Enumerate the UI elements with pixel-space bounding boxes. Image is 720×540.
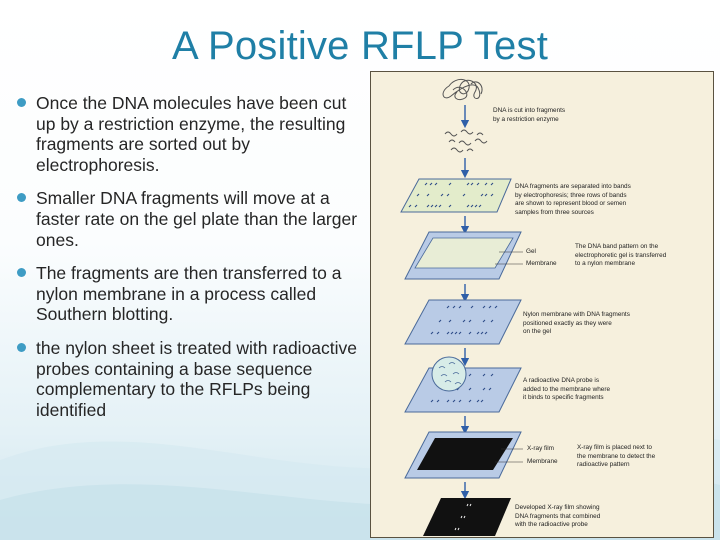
bullet-text: Smaller DNA fragments will move at a fas… bbox=[36, 188, 358, 250]
gel-plate bbox=[400, 178, 512, 213]
step1-caption: DNA is cut into fragments by a restricti… bbox=[493, 107, 566, 123]
slide-title: A Positive RFLP Test bbox=[171, 24, 549, 68]
xray-film-label: X-ray film bbox=[527, 445, 554, 452]
bullet-text: the nylon sheet is treated with radioact… bbox=[36, 337, 358, 420]
gel-label: Gel bbox=[526, 248, 536, 255]
membrane-label-2: Membrane bbox=[527, 458, 558, 465]
step3-caption: The DNA band pattern on the electrophore… bbox=[575, 243, 667, 268]
developed-bands bbox=[454, 503, 472, 531]
membrane-label: Membrane bbox=[526, 260, 557, 267]
bullet-icon bbox=[17, 268, 26, 278]
gel-bands bbox=[408, 182, 494, 208]
probe-bands bbox=[430, 373, 494, 403]
bullet-item: the nylon sheet is treated with radioact… bbox=[16, 338, 368, 420]
bullet-item: Once the DNA molecules have been cut up … bbox=[16, 93, 368, 175]
rflp-diagram: DNA is cut into fragments by a restricti… bbox=[370, 71, 714, 538]
gel-on-membrane bbox=[414, 237, 514, 269]
developed-film bbox=[423, 498, 511, 536]
bullet-icon bbox=[17, 193, 26, 203]
radioactive-probe-icon bbox=[431, 356, 467, 392]
step7-caption: Developed X-ray film showing DNA fragmen… bbox=[515, 504, 601, 529]
bullet-text: The fragments are then transferred to a … bbox=[36, 263, 342, 325]
dna-fragments-icon bbox=[444, 129, 488, 153]
bullet-item: The fragments are then transferred to a … bbox=[16, 263, 368, 325]
dna-strand-icon bbox=[442, 79, 483, 101]
bullet-icon bbox=[17, 342, 26, 352]
xray-film bbox=[417, 438, 513, 470]
bullet-icon bbox=[17, 98, 26, 107]
probe-squiggles bbox=[438, 362, 462, 385]
step4-caption: Nylon membrane with DNA fragments positi… bbox=[523, 311, 630, 336]
bullet-text: Once the DNA molecules have been cut up … bbox=[36, 93, 347, 175]
step2-caption: DNA fragments are separated into bands b… bbox=[515, 183, 631, 216]
bullet-item: Smaller DNA fragments will move at a fas… bbox=[16, 188, 368, 250]
membrane-bands bbox=[430, 305, 498, 335]
rflp-diagram-graphics bbox=[400, 79, 523, 536]
step5-caption: A radioactive DNA probe is added to the … bbox=[523, 377, 611, 402]
bullet-list: Once the DNA molecules have been cut up … bbox=[16, 93, 368, 433]
step6-caption: X-ray film is placed next to the membran… bbox=[577, 444, 656, 469]
